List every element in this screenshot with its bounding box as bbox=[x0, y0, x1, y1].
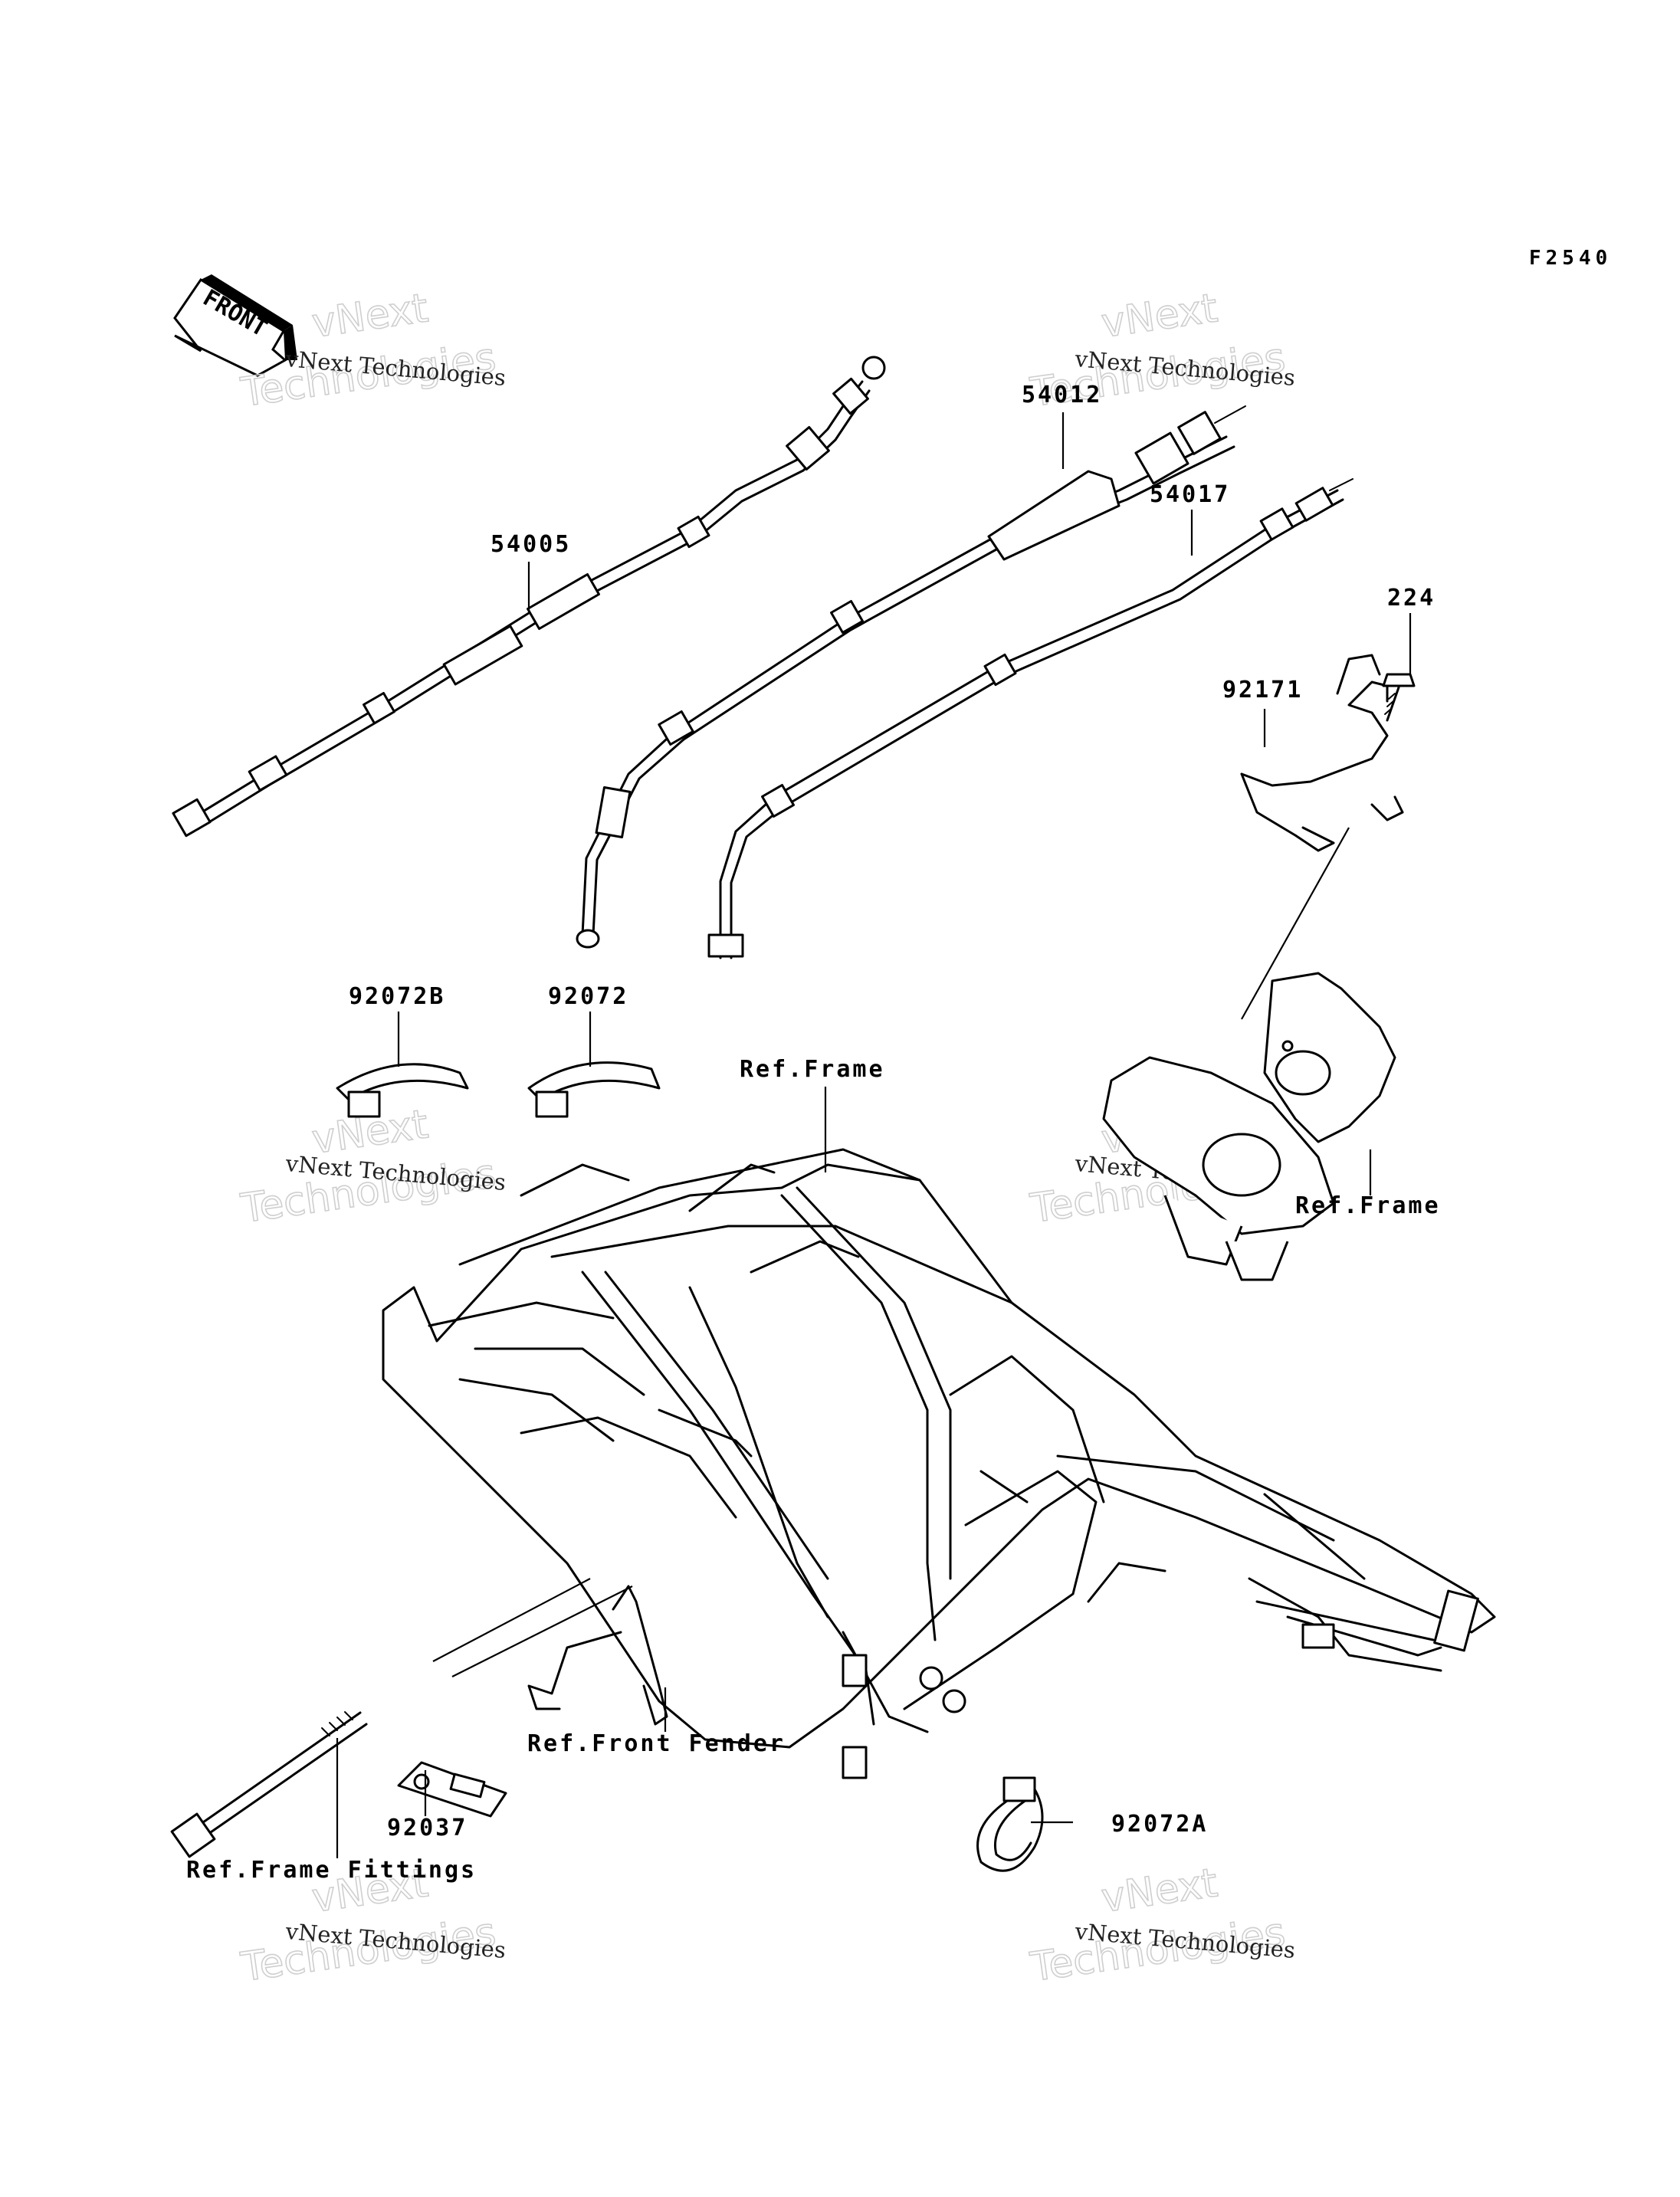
label-92037: 92037 bbox=[387, 1815, 468, 1841]
svg-text:vNext: vNext bbox=[1098, 1860, 1220, 1922]
label-92072A: 92072A bbox=[1111, 1811, 1208, 1838]
label-ref-frame-fittings: Ref.Frame Fittings bbox=[186, 1857, 477, 1884]
plate-92037 bbox=[397, 1761, 507, 1818]
bracket-front-fender bbox=[527, 1585, 668, 1726]
clamp-92171 bbox=[1240, 654, 1404, 852]
band-92072A bbox=[976, 1776, 1044, 1872]
watermark-mid-left: vNext Technologies vNext Technologies bbox=[238, 1101, 507, 1233]
label-54017: 54017 bbox=[1150, 481, 1230, 508]
svg-text:vNext: vNext bbox=[1098, 285, 1220, 347]
band-92072 bbox=[527, 1061, 661, 1118]
label-ref-front-fender: Ref.Front Fender bbox=[527, 1730, 786, 1757]
svg-text:vNext: vNext bbox=[309, 285, 431, 347]
watermark-top-left: vNext Technologies vNext Technologies bbox=[238, 285, 507, 417]
label-ref-frame-top: Ref.Frame bbox=[740, 1056, 885, 1083]
label-54005: 54005 bbox=[491, 531, 571, 558]
label-92072B: 92072B bbox=[349, 983, 445, 1010]
watermark-bottom-right: vNext Technologies vNext Technologies bbox=[1027, 1860, 1297, 1992]
screw-224 bbox=[1382, 673, 1416, 722]
label-224: 224 bbox=[1387, 585, 1436, 612]
label-54012: 54012 bbox=[1022, 382, 1102, 408]
front-arrow-icon: FRONT bbox=[173, 274, 297, 377]
cable-54017 bbox=[707, 478, 1354, 959]
band-92072B bbox=[336, 1063, 469, 1118]
label-92171: 92171 bbox=[1222, 677, 1303, 703]
handlebar-holder-part bbox=[1102, 972, 1396, 1281]
label-92072: 92072 bbox=[548, 983, 628, 1010]
cable-54012 bbox=[576, 405, 1246, 949]
frame-assembly bbox=[382, 1148, 1496, 1779]
bolt-frame-fittings bbox=[170, 1711, 368, 1858]
leader-lines bbox=[336, 412, 1412, 1858]
label-ref-frame-right: Ref.Frame bbox=[1295, 1192, 1441, 1219]
diagram-code: F2540 bbox=[1529, 247, 1612, 270]
cable-54005 bbox=[172, 356, 886, 838]
